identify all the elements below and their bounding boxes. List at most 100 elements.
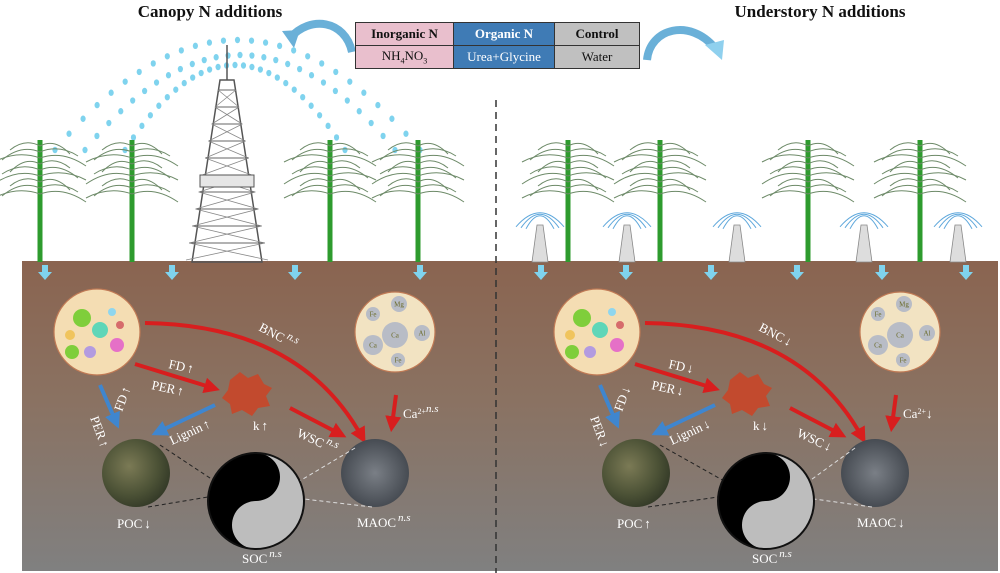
water-arrow-head	[959, 272, 973, 280]
water-droplet	[332, 87, 338, 95]
bamboo-branch	[659, 190, 707, 203]
water-arrow-shaft	[538, 265, 544, 273]
bamboo-branch	[387, 178, 419, 187]
water-droplet	[285, 60, 291, 68]
mineral-ion-circle	[391, 353, 405, 367]
bamboo-stem	[805, 140, 811, 262]
bamboo-branch	[417, 178, 449, 191]
microbe-icon	[616, 321, 624, 329]
water-droplet	[308, 72, 315, 79]
bamboo-branch	[567, 184, 607, 193]
water-droplet	[368, 119, 374, 127]
bamboo-branch	[537, 160, 569, 173]
water-droplet	[234, 36, 241, 44]
water-droplet	[291, 86, 297, 93]
bamboo-branch	[379, 166, 419, 175]
bamboo-branch	[919, 142, 951, 155]
water-arrow-head	[534, 272, 548, 280]
sprinkler-spray-arc	[525, 215, 555, 230]
bamboo-branch	[621, 166, 661, 175]
microbe-icon	[608, 308, 616, 316]
canopy-title: Canopy N additions	[138, 2, 283, 21]
bamboo-branch	[889, 178, 921, 187]
microbe-icon	[592, 322, 608, 338]
label-fd-poc: FD↓	[611, 384, 634, 413]
bamboo-branch	[329, 142, 361, 155]
water-droplet	[139, 122, 145, 130]
bamboo-plant	[283, 140, 377, 262]
bamboo-branch	[919, 190, 967, 203]
water-arrow-shaft	[794, 265, 800, 273]
water-droplet	[156, 102, 162, 109]
label-maoc-effect: n.s	[398, 512, 411, 524]
water-droplet	[164, 93, 170, 101]
label-bnc-effect: n.s	[285, 330, 302, 346]
bamboo-branch	[93, 166, 133, 175]
bamboo-branch	[101, 142, 133, 151]
bamboo-branch	[567, 178, 599, 191]
bamboo-branch	[567, 160, 599, 169]
mineral-ion-circle	[868, 335, 888, 355]
bamboo-branch	[283, 190, 331, 199]
bamboo-branch	[85, 154, 133, 163]
water-droplet	[66, 130, 72, 137]
arrow-ca	[385, 394, 402, 433]
water-droplet	[80, 115, 86, 122]
label-poc-effect: ↓	[144, 516, 151, 531]
bamboo-branch	[659, 172, 707, 181]
label-ca: Ca2+n.s	[403, 403, 439, 421]
mineral-ion-label: Mg	[899, 301, 909, 309]
understory-sprinklers	[515, 212, 983, 263]
water-droplet	[164, 53, 170, 60]
bamboo-branch	[9, 178, 41, 187]
label-per-litter: PER↓	[650, 377, 685, 398]
bamboo-stem	[415, 140, 421, 262]
mineral-ion-circle	[871, 307, 885, 321]
bamboo-branch	[919, 172, 967, 181]
microbe-icon	[73, 309, 91, 327]
tower-brace	[192, 225, 265, 244]
water-droplet	[118, 108, 124, 115]
label-soc-text: SOC	[752, 551, 777, 566]
curved-arrow-left	[286, 19, 356, 54]
bamboo-branch	[567, 154, 615, 167]
bamboo-branch	[567, 172, 615, 181]
bamboo-plant	[873, 140, 967, 262]
bamboo-branch	[567, 142, 599, 155]
sprinkler-spray-arc	[602, 212, 652, 228]
label-ca-effect: ↓	[926, 406, 933, 421]
label-fd-poc-effect: ↓	[617, 384, 633, 395]
water-droplet	[300, 93, 306, 101]
bamboo-branch	[131, 172, 179, 181]
water-droplet	[147, 112, 153, 119]
water-droplet	[325, 122, 331, 130]
sprinkler-spray-arc	[722, 215, 752, 230]
bamboo-branch	[659, 154, 707, 167]
water-droplet	[215, 63, 221, 71]
water-droplet	[283, 79, 289, 87]
legend-header-inorganic: Inorganic N	[355, 22, 454, 46]
bamboo-branch	[101, 178, 133, 187]
litter-leaf-icon	[722, 372, 772, 416]
mineral-ion-label: Fe	[395, 357, 402, 365]
bamboo-branch	[417, 160, 449, 169]
water-droplet	[291, 47, 297, 54]
microbe-icon	[84, 346, 96, 358]
bamboo-branch	[9, 160, 41, 173]
water-droplet	[262, 39, 269, 46]
water-droplet	[207, 66, 213, 73]
maoc-link-line	[813, 498, 873, 508]
bamboo-stem	[37, 140, 43, 262]
label-k-text: k	[253, 418, 260, 433]
label-soc-effect: n.s	[269, 548, 282, 560]
microbe-icon	[65, 345, 79, 359]
water-droplet	[403, 130, 409, 137]
soc-light-half	[232, 453, 304, 549]
water-droplet	[361, 89, 367, 96]
curved-arrow-right	[643, 26, 719, 61]
microbe-icon	[65, 330, 75, 340]
water-droplet	[317, 112, 323, 119]
water-droplet	[177, 65, 183, 73]
canopy-spray	[52, 36, 423, 154]
